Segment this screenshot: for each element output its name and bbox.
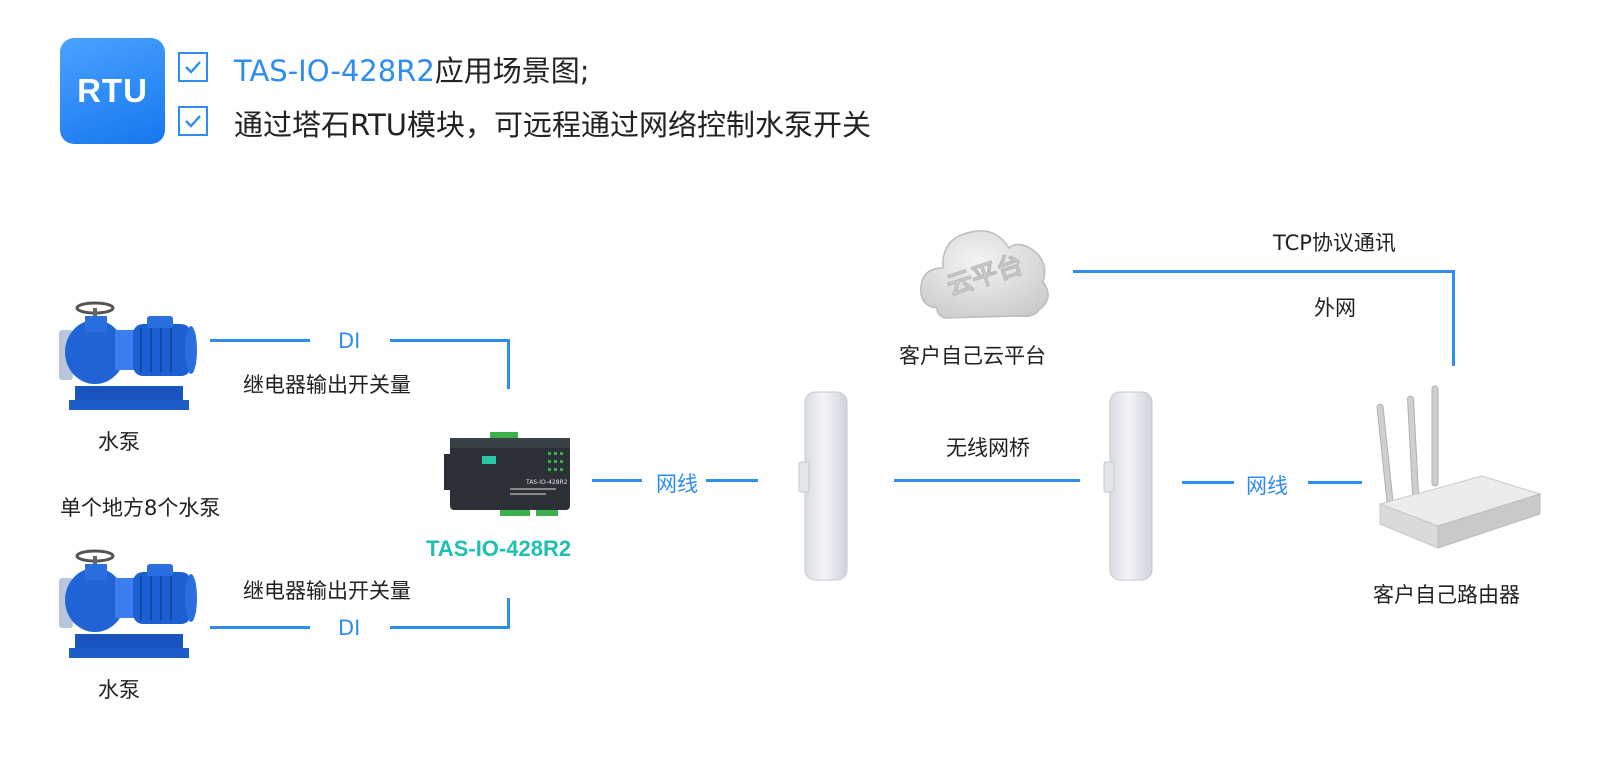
di-top-line-left bbox=[210, 339, 310, 342]
module-face-text: TAS-IO-428R2 bbox=[525, 479, 568, 486]
cable-left-line-a bbox=[592, 479, 642, 482]
water-pump-icon bbox=[59, 301, 197, 410]
di-top-line-down bbox=[507, 339, 510, 389]
di-bottom-label: DI bbox=[338, 616, 361, 640]
router-icon bbox=[1376, 385, 1542, 549]
header-model-name: TAS-IO-428R2 bbox=[234, 54, 435, 88]
pump-top-label: 水泵 bbox=[98, 430, 140, 454]
wireless-bridge-icon bbox=[1103, 391, 1153, 581]
rtu-module-device-icon: TAS-IO-428R2 bbox=[444, 432, 570, 516]
cable-right-label: 网线 bbox=[1246, 474, 1288, 498]
header-line-1: TAS-IO-428R2应用场景图; bbox=[234, 48, 590, 90]
header-line-1-text: 应用场景图; bbox=[434, 54, 590, 88]
cable-left-label: 网线 bbox=[656, 472, 698, 496]
site-label: 单个地方8个水泵 bbox=[60, 496, 221, 520]
rtu-badge: RTU bbox=[60, 38, 165, 144]
di-bottom-line-up bbox=[507, 598, 510, 629]
bridge-link-line bbox=[894, 479, 1080, 482]
wireless-bridge-icon bbox=[798, 391, 848, 581]
bridge-label: 无线网桥 bbox=[946, 436, 1030, 460]
di-top-label: DI bbox=[338, 329, 361, 353]
module-name-label: TAS-IO-428R2 bbox=[426, 536, 572, 561]
cable-right-line-a bbox=[1182, 481, 1234, 484]
checkbox-icon bbox=[178, 52, 208, 82]
router-label: 客户自己路由器 bbox=[1373, 583, 1520, 607]
water-pump-icon bbox=[59, 549, 197, 658]
header-line-2: 通过塔石RTU模块，可远程通过网络控制水泵开关 bbox=[234, 108, 871, 142]
relay-top-label: 继电器输出开关量 bbox=[243, 373, 411, 397]
tcp-line-horizontal bbox=[1073, 270, 1455, 273]
cloud-label: 客户自己云平台 bbox=[899, 344, 1046, 368]
pump-bottom-label: 水泵 bbox=[98, 678, 140, 702]
tcp-label: TCP协议通讯 bbox=[1273, 231, 1396, 255]
checkbox-icon bbox=[178, 106, 208, 136]
di-bottom-line-right bbox=[390, 626, 510, 629]
relay-bottom-label: 继电器输出开关量 bbox=[243, 579, 411, 603]
cable-right-line-b bbox=[1308, 481, 1362, 484]
di-bottom-line-left bbox=[210, 626, 310, 629]
cable-left-line-b bbox=[706, 479, 758, 482]
wan-label: 外网 bbox=[1314, 296, 1356, 320]
tcp-line-vertical bbox=[1452, 270, 1455, 366]
cloud-platform-icon: 云平台 bbox=[920, 230, 1049, 319]
di-top-line-right bbox=[390, 339, 510, 342]
